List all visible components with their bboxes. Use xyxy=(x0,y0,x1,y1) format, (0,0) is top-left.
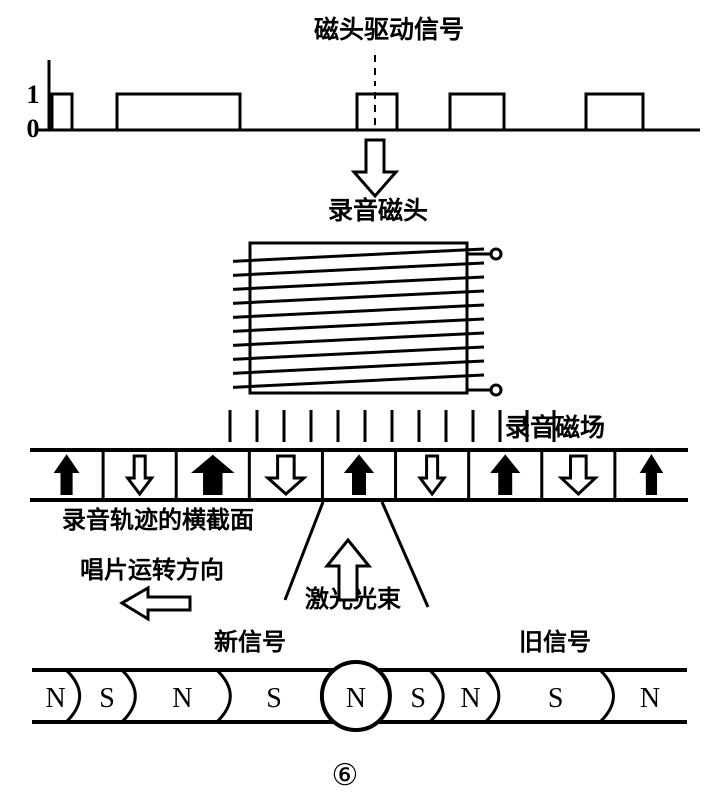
magnetization-down-arrow-icon-1 xyxy=(124,454,155,497)
magnetization-down-arrow-icon-5 xyxy=(417,454,448,497)
track-strip-group xyxy=(30,448,688,502)
waveform-pulse-2 xyxy=(355,92,399,130)
coil-winding-0 xyxy=(232,247,485,263)
track-strip-cells xyxy=(53,450,664,500)
recording-field-ticks xyxy=(228,410,556,442)
domain-divider-6 xyxy=(428,668,445,724)
new-signal-label: 新信号 xyxy=(214,628,286,656)
domain-label-3: S xyxy=(266,683,282,714)
head-coil-windings xyxy=(232,247,485,389)
waveform-pulse-1 xyxy=(115,92,242,130)
head-drive-signal-label: 磁头驱动信号 xyxy=(314,15,464,44)
domain-divider-8 xyxy=(598,668,615,724)
magnetization-down-arrow-icon-7 xyxy=(557,454,600,497)
head-terminal-bottom xyxy=(489,383,503,397)
domain-label-8: N xyxy=(640,683,660,714)
coil-winding-3 xyxy=(232,289,485,305)
domain-label-7: S xyxy=(548,683,564,714)
left-arrow-icon xyxy=(119,585,192,622)
domain-divider-3 xyxy=(215,668,232,724)
figure-caption: ⑥ xyxy=(332,758,359,793)
recording-field-label: 录音磁场 xyxy=(505,413,605,442)
domain-label-4: N xyxy=(346,683,366,714)
head-core-rect xyxy=(248,241,469,395)
magnetization-up-arrow-icon-8 xyxy=(639,454,664,495)
recording-head-label: 录音磁头 xyxy=(328,196,428,225)
domain-label-6: N xyxy=(460,683,480,714)
waveform-pulses xyxy=(50,92,645,130)
magnetization-up-arrow-icon-0 xyxy=(53,454,80,495)
laser-cone-left-line xyxy=(283,501,325,601)
domain-divider-2 xyxy=(120,668,137,724)
track-cross-section-label: 录音轨迹的横截面 xyxy=(62,506,254,534)
recording-head-group xyxy=(232,241,503,397)
laser-cone-right-line xyxy=(380,501,430,608)
coil-winding-4 xyxy=(232,303,485,319)
coil-winding-1 xyxy=(232,261,485,277)
coil-winding-7 xyxy=(232,345,485,361)
magnetization-up-arrow-icon-2 xyxy=(191,454,235,495)
magnetization-up-arrow-icon-6 xyxy=(490,454,521,495)
domain-label-5: S xyxy=(410,683,426,714)
coil-winding-9 xyxy=(232,373,485,389)
waveform-label-low: 0 xyxy=(27,114,40,143)
up-arrow-icon xyxy=(323,537,373,602)
head-terminal-top xyxy=(489,247,503,261)
magnetization-down-arrow-icon-3 xyxy=(263,454,308,497)
magnetization-up-arrow-icon-4 xyxy=(343,454,375,495)
coil-winding-2 xyxy=(232,275,485,291)
old-signal-label: 旧信号 xyxy=(519,628,591,656)
signal-to-head-arrow xyxy=(350,138,400,199)
waveform-pulse-0 xyxy=(50,92,74,130)
domain-label-0: N xyxy=(45,683,65,714)
waveform-pulse-4 xyxy=(584,92,645,130)
highlighted-domain-circle xyxy=(319,660,392,732)
disc-rotation-label: 唱片运转方向 xyxy=(80,556,224,584)
domain-divider-1 xyxy=(65,668,81,724)
waveform-label-high: 1 xyxy=(27,80,40,109)
domain-divider-7 xyxy=(484,668,501,724)
coil-winding-8 xyxy=(232,359,485,375)
domain-label-1: S xyxy=(99,683,115,714)
coil-winding-5 xyxy=(232,317,485,333)
coil-winding-6 xyxy=(232,331,485,347)
waveform-group: 1 0 xyxy=(27,60,700,143)
waveform-pulse-3 xyxy=(448,92,506,130)
domain-label-2: N xyxy=(172,683,192,714)
down-arrow-icon xyxy=(350,138,400,199)
